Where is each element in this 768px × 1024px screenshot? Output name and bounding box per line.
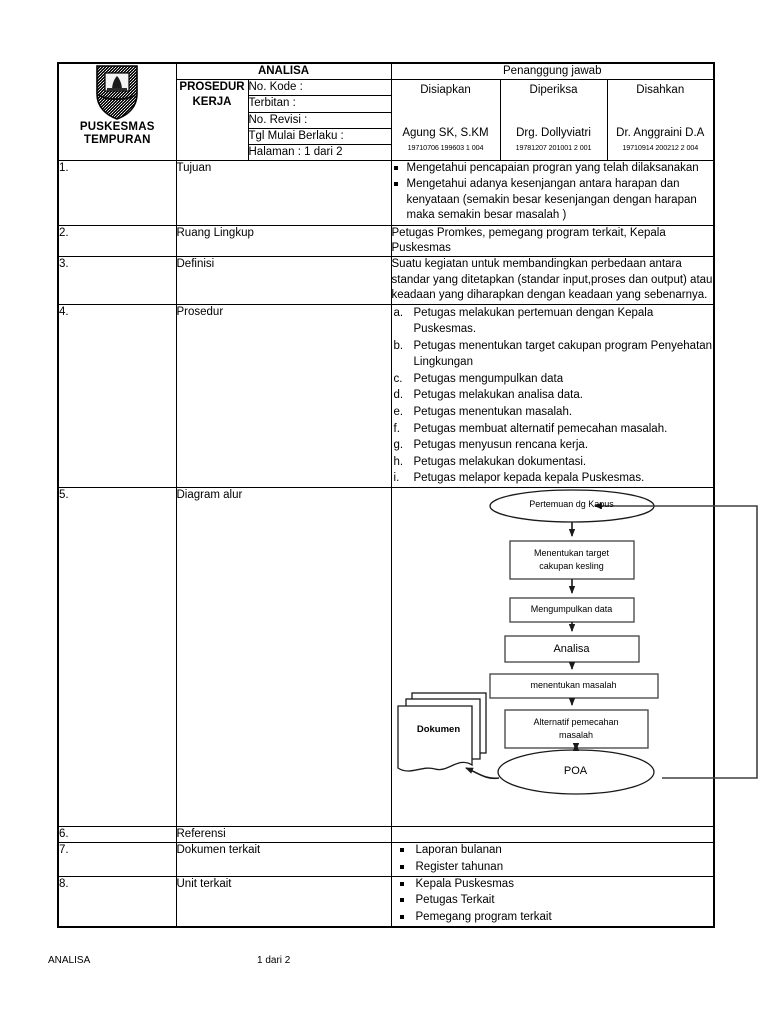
list-item: Petugas melakukan pertemuan dengan Kepal… — [393, 305, 654, 336]
unit-terkait-list: Kepala Puskesmas Petugas Terkait Pemegan… — [392, 877, 714, 925]
section-number: 3. — [57, 256, 177, 305]
section-label-tujuan: Tujuan — [175, 160, 392, 226]
list-item: Petugas menyusun rencana kerja. — [393, 437, 589, 453]
section-row-tujuan: 1. Tujuan Mengetahui pencapaian progran … — [57, 160, 715, 226]
list-item: Laporan bulanan — [392, 843, 714, 858]
list-item: Petugas menentukan target cakupan progra… — [393, 338, 713, 369]
org-name-line2: TEMPURAN — [83, 134, 151, 147]
section-number: 8. — [57, 875, 177, 928]
signatory-role: Disahkan — [636, 84, 685, 97]
footer-page-label: 1 dari 2 — [257, 955, 291, 966]
field-halaman: Halaman : 1 dari 2 — [247, 143, 392, 162]
signatory-disahkan: Disahkan Dr. Anggraini D.A 19710914 2002… — [606, 79, 715, 162]
field-no-kode: No. Kode : — [247, 79, 392, 97]
section-row-definisi: 3. Definisi Suatu kegiatan untuk memband… — [57, 256, 715, 305]
section-number: 5. — [57, 486, 177, 827]
definisi-text: Suatu kegiatan untuk membandingkan perbe… — [391, 258, 713, 302]
list-item: Petugas melapor kepada kepala Puskesmas. — [393, 470, 645, 486]
section-row-diagram-alur: 5. Diagram alur — [57, 486, 758, 827]
org-name-line1: PUSKESMAS — [79, 121, 155, 133]
section-number: 7. — [57, 842, 177, 877]
dokumen-terkait-list: Laporan bulanan Register tahunan — [392, 843, 714, 875]
field-tgl-mulai-berlaku: Tgl Mulai Berlaku : — [247, 127, 392, 145]
list-item: Pemegang program terkait — [392, 910, 714, 925]
list-item: Petugas menentukan masalah. — [393, 404, 573, 420]
document-type: PROSEDUR KERJA — [175, 79, 249, 162]
section-row-dokumen-terkait: 7. Dokumen terkait Laporan bulanan Regis… — [57, 842, 715, 877]
shield-emblem-icon — [94, 64, 140, 120]
footer-document-name: ANALISA — [48, 955, 91, 966]
section-content-diagram-alur: Pertemuan dg Kapus Menentukan target cak… — [390, 486, 758, 827]
list-item: Register tahunan — [392, 860, 714, 875]
section-label-unit-terkait: Unit terkait — [175, 875, 392, 928]
page-footer: ANALISA 1 dari 2 — [0, 955, 768, 975]
document-type-line2: KERJA — [192, 96, 232, 109]
org-name: PUSKESMAS TEMPURAN — [59, 121, 176, 147]
list-item: Kepala Puskesmas — [392, 877, 714, 892]
list-item: Petugas melakukan dokumentasi. — [393, 454, 587, 470]
section-label-dokumen-terkait: Dokumen terkait — [175, 842, 392, 877]
header-row-berlaku: Tgl Mulai Berlaku : — [58, 127, 714, 145]
section-row-ruang-lingkup: 2. Ruang Lingkup Petugas Promkes, pemega… — [57, 224, 715, 258]
section-row-unit-terkait: 8. Unit terkait Kepala Puskesmas Petugas… — [57, 875, 715, 928]
signatory-nip: 19781207 201001 2 001 — [515, 142, 592, 152]
tujuan-list: Mengetahui pencapaian progran yang telah… — [392, 161, 714, 224]
section-label-ruang-lingkup: Ruang Lingkup — [175, 224, 392, 258]
field-terbitan: Terbitan : — [247, 95, 392, 113]
sop-document-table: PUSKESMAS TEMPURAN ANALISA Penanggung ja… — [57, 62, 758, 929]
section-content-tujuan: Mengetahui pencapaian progran yang telah… — [390, 160, 715, 226]
signatory-name: Dr. Anggraini D.A — [616, 127, 705, 140]
section-content-prosedur: Petugas melakukan pertemuan dengan Kepal… — [390, 303, 715, 488]
signatory-diperiksa: Diperiksa Drg. Dollyviatri 19781207 2010… — [499, 79, 608, 162]
signatory-nip: 19710914 200212 2 004 — [622, 142, 699, 152]
header-row-title: PUSKESMAS TEMPURAN ANALISA Penanggung ja… — [57, 62, 715, 162]
document-title: ANALISA — [175, 62, 392, 81]
responsible-header: Penanggung jawab — [390, 62, 715, 81]
prosedur-steps: Petugas melakukan pertemuan dengan Kepal… — [392, 305, 714, 487]
section-label-definisi: Definisi — [175, 256, 392, 305]
section-number: 4. — [57, 303, 177, 488]
header-row-kode: PROSEDUR KERJA No. Kode : Disiapkan Agun… — [58, 79, 715, 162]
referensi-text — [392, 827, 714, 842]
signatory-role: Diperiksa — [529, 84, 578, 97]
section-content-ruang-lingkup: Petugas Promkes, pemegang program terkai… — [390, 224, 715, 258]
field-no-revisi: No. Revisi : — [247, 111, 392, 129]
section-number: 6. — [57, 825, 177, 844]
section-row-prosedur: 4. Prosedur Petugas melakukan pertemuan … — [57, 303, 715, 488]
section-label-referensi: Referensi — [175, 825, 392, 844]
section-number: 2. — [57, 224, 177, 258]
signatory-role: Disiapkan — [420, 84, 471, 97]
section-row-referensi: 6. Referensi — [57, 825, 715, 844]
ruang-lingkup-text: Petugas Promkes, pemegang program terkai… — [391, 226, 666, 255]
section-content-referensi — [390, 825, 715, 844]
section-content-unit-terkait: Kepala Puskesmas Petugas Terkait Pemegan… — [390, 875, 715, 928]
document-type-line1: PROSEDUR — [179, 81, 245, 94]
signatory-disiapkan: Disiapkan Agung SK, S.KM 19710706 199603… — [390, 79, 501, 162]
header-row-halaman: Halaman : 1 dari 2 — [58, 143, 714, 162]
list-item: Petugas Terkait — [392, 893, 714, 908]
section-label-prosedur: Prosedur — [175, 303, 392, 488]
logo-cell: PUSKESMAS TEMPURAN — [57, 62, 177, 162]
section-label-diagram-alur: Diagram alur — [175, 486, 392, 827]
signatory-nip: 19710706 199603 1 004 — [407, 142, 484, 152]
signatory-name: Agung SK, S.KM — [402, 127, 489, 140]
flowchart: Pertemuan dg Kapus Menentukan target cak… — [392, 488, 758, 826]
section-number: 1. — [57, 160, 177, 226]
section-content-definisi: Suatu kegiatan untuk membandingkan perbe… — [390, 256, 715, 305]
section-content-dokumen-terkait: Laporan bulanan Register tahunan — [390, 842, 715, 877]
signatory-name: Drg. Dollyviatri — [516, 127, 591, 140]
list-item: Mengetahui adanya kesenjangan antara har… — [392, 177, 714, 223]
list-item: Petugas membuat alternatif pemecahan mas… — [393, 421, 668, 437]
list-item: Petugas melakukan analisa data. — [393, 387, 583, 403]
list-item: Petugas mengumpulkan data — [393, 371, 564, 387]
list-item: Mengetahui pencapaian progran yang telah… — [392, 161, 714, 176]
